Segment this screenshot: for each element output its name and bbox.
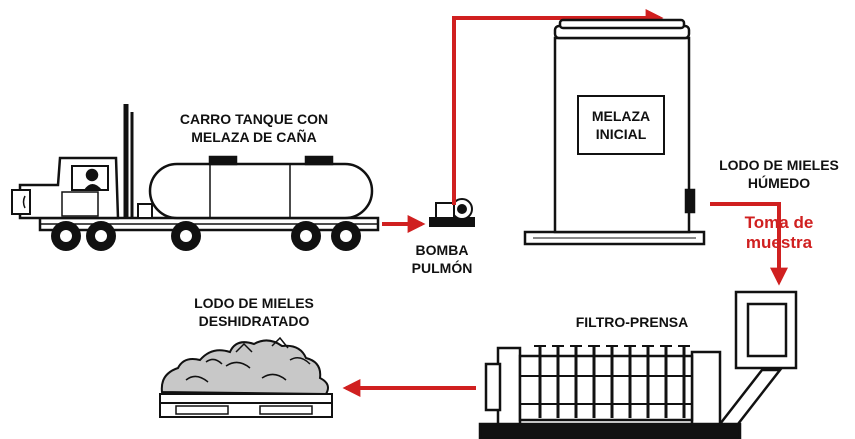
storage-tank <box>523 18 706 246</box>
tank-to-sample-arrow <box>710 202 788 286</box>
dry-sludge-label-line2: DESHIDRATADO <box>199 313 310 329</box>
filter-press-label: FILTRO-PRENSA <box>576 314 689 330</box>
sample-label-line1: Toma de <box>745 213 814 232</box>
truck-label-line2: MELAZA DE CAÑA <box>191 128 316 145</box>
wet-sludge-label-line2: HÚMEDO <box>748 174 810 191</box>
tank-label-line2: INICIAL <box>596 126 647 142</box>
filter-press <box>478 290 798 439</box>
pump-to-tank-arrow <box>452 9 664 205</box>
dry-sludge-label-line1: LODO DE MIELES <box>194 295 314 311</box>
wet-sludge-label-line1: LODO DE MIELES <box>719 157 839 173</box>
tank-truck <box>11 104 380 251</box>
pump <box>429 198 475 227</box>
flow-arrows <box>342 9 788 397</box>
pump-label-line1: BOMBA <box>416 242 469 258</box>
sample-label-line2: muestra <box>746 233 813 252</box>
pump-label-line2: PULMÓN <box>412 259 473 276</box>
truck-label-line1: CARRO TANQUE CON <box>180 111 328 127</box>
dry-sludge-pallet <box>159 336 333 418</box>
tank-label-line1: MELAZA <box>592 108 650 124</box>
